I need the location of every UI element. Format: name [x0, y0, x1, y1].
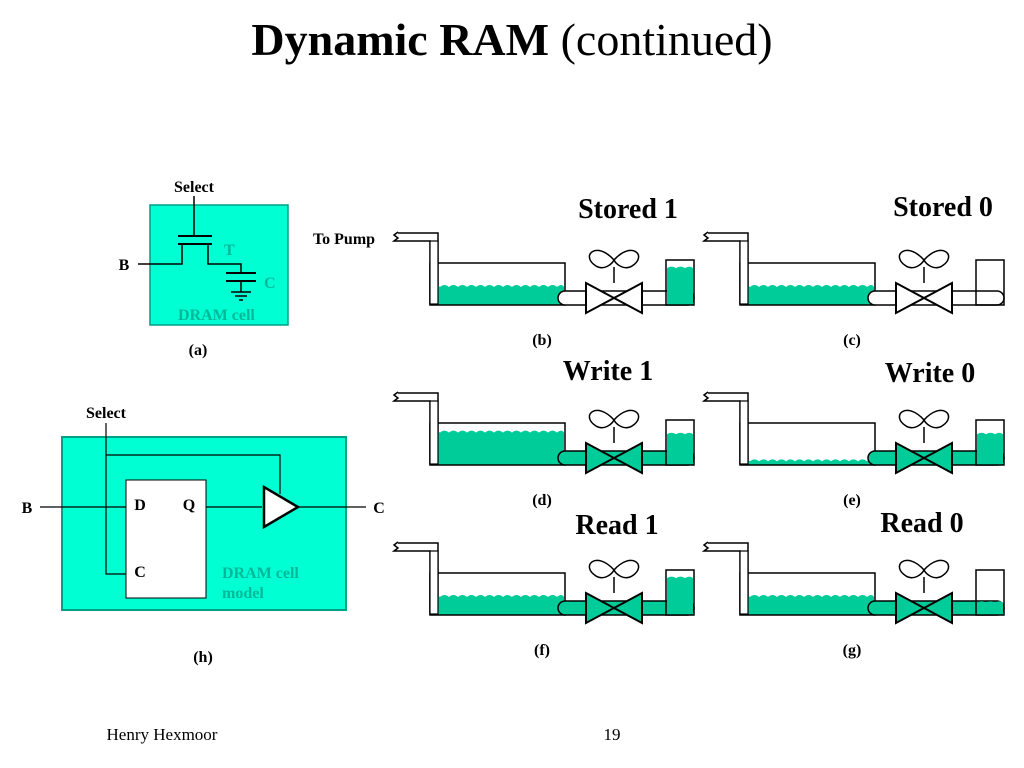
- c-label-a: C: [264, 275, 276, 292]
- model-caption-line1: DRAM cell: [222, 565, 299, 582]
- tank-title: Read 1: [575, 510, 658, 541]
- valve-icon: [895, 281, 953, 315]
- tank-title: Read 0: [880, 508, 963, 539]
- valve-handle-icon: [898, 559, 950, 579]
- main-tank-water: [431, 595, 564, 615]
- storage-tank-water: [667, 432, 693, 465]
- storage-tank: [975, 569, 1005, 616]
- footer-author: Henry Hexmoor: [107, 725, 218, 744]
- main-tank-water: [431, 285, 564, 305]
- tank-panel-4: Write 0 (e): [701, 358, 1005, 509]
- tank-panel-6: Read 0 (g): [701, 508, 1005, 659]
- valve-handle-icon: [588, 559, 640, 579]
- panel-label-h: (h): [193, 649, 213, 666]
- storage-tank-water: [667, 266, 693, 305]
- storage-tank-water: [977, 601, 1003, 615]
- tank-panel-label: (c): [843, 332, 861, 349]
- storage-tank: [665, 569, 695, 616]
- c-output-label: C: [373, 500, 385, 517]
- select-wire-h: [105, 423, 126, 575]
- valve-handle-icon: [898, 249, 950, 269]
- panel-label-a: (a): [189, 342, 208, 359]
- dram-cell-caption-a: DRAM cell: [178, 307, 255, 324]
- storage-tank: [975, 419, 1005, 466]
- dram-cell-model: Select B D Q C C DRAM cell model (h): [22, 405, 385, 666]
- to-pump-label: To Pump: [313, 231, 375, 248]
- tristate-buffer-icon: [262, 484, 301, 530]
- tank-panel-2: Stored 0 (c): [701, 192, 1005, 349]
- bitline-wire-a: [138, 244, 183, 265]
- valve-icon: [585, 591, 643, 625]
- d-latch: [125, 479, 207, 599]
- tank-panel-label: (e): [843, 492, 861, 509]
- tank-panel-label: (d): [532, 492, 552, 509]
- storage-tank: [665, 419, 695, 466]
- tank-analogy-grid: Stored 1 (b) Stored 0 (c) Write 1 (d) Write 0 (…: [391, 192, 1005, 659]
- enable-wire: [106, 454, 281, 494]
- b-label-h: B: [22, 500, 33, 517]
- select-label-h: Select: [86, 405, 127, 422]
- storage-tank-water: [667, 576, 693, 615]
- d-label: D: [134, 497, 146, 514]
- valve-icon: [895, 441, 953, 475]
- tank-panel-3: Write 1 (d): [391, 356, 695, 509]
- tank-title: Stored 1: [578, 194, 678, 225]
- tank-panel-label: (g): [843, 642, 862, 659]
- model-caption-line2: model: [222, 585, 264, 602]
- storage-tank: [975, 259, 1005, 306]
- main-tank-water: [741, 595, 874, 615]
- tank-title: Write 0: [885, 358, 975, 389]
- main-tank: [739, 422, 876, 466]
- valve-icon: [585, 281, 643, 315]
- select-label-a: Select: [174, 179, 215, 196]
- tank-panel-1: Stored 1 (b): [391, 194, 695, 349]
- tank-panel-5: Read 1 (f): [391, 510, 695, 659]
- valve-icon: [895, 591, 953, 625]
- main-tank-water: [431, 430, 564, 465]
- title-main: Dynamic RAM: [251, 14, 549, 65]
- b-label-a: B: [119, 257, 130, 274]
- storage-tank-water: [977, 432, 1003, 465]
- tank-title: Stored 0: [893, 192, 993, 223]
- valve-handle-icon: [588, 249, 640, 269]
- drain-wire: [207, 244, 242, 272]
- tank-title: Write 1: [563, 356, 653, 387]
- q-label: Q: [183, 497, 195, 514]
- dram-cell-box: [149, 204, 289, 326]
- main-tank-water: [741, 285, 874, 305]
- tank-panel-label: (b): [532, 332, 552, 349]
- title-sub: (continued): [561, 14, 773, 65]
- valve-handle-icon: [588, 409, 640, 429]
- t-label: T: [224, 242, 235, 259]
- page-number: 19: [604, 725, 621, 744]
- slide-title: Dynamic RAM (continued): [251, 14, 772, 65]
- valve-handle-icon: [898, 409, 950, 429]
- main-tank-water: [741, 459, 874, 465]
- storage-tank: [665, 259, 695, 306]
- dram-cell-schematic: Select B T C DRAM cell (a): [119, 179, 289, 359]
- tank-panel-label: (f): [534, 642, 550, 659]
- c-input-label: C: [134, 564, 146, 581]
- valve-icon: [585, 441, 643, 475]
